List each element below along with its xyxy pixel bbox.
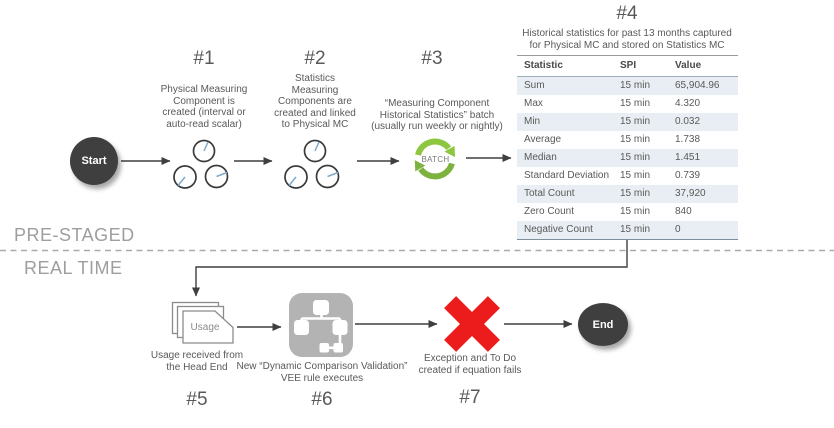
phase-label-real-time: REAL TIME — [24, 258, 123, 278]
table-row: Sum 15 min 65,904.96 — [517, 77, 738, 95]
vee-rule-flowchart-icon — [289, 293, 353, 357]
step1-number: #1 — [193, 48, 215, 69]
table-row: Negative Count 15 min 0 — [517, 221, 738, 239]
table-to-usage-connector — [192, 237, 628, 297]
step7-number: #7 — [459, 387, 481, 408]
table-row: Total Count 15 min 37,920 — [517, 185, 738, 203]
table-header-row: Statistic SPI Value — [517, 56, 738, 77]
step5-description: Usage received from the Head End — [150, 350, 244, 373]
batch-icon-label: BATCH — [421, 155, 450, 164]
flow-arrows — [121, 154, 628, 331]
table-row: Average 15 min 1.738 — [524, 134, 701, 145]
step6-description: New “Dynamic Comparison Validation” VEE … — [236, 361, 408, 384]
start-node: Start — [70, 137, 118, 185]
step4-number: #4 — [616, 3, 638, 24]
column-header-spi: SPI — [620, 60, 637, 71]
usage-icon-label: Usage — [190, 322, 220, 333]
column-header-statistic: Statistic — [524, 60, 563, 71]
table-caption: Historical statistics for past 13 months… — [522, 28, 732, 51]
table-row: Max 15 min 4.320 — [524, 98, 701, 109]
table-row: Standard Deviation 15 min 0.739 — [524, 170, 701, 181]
start-node-label: Start — [81, 155, 107, 167]
step2-number: #2 — [304, 48, 326, 69]
measuring-components-clocks-icon — [173, 139, 229, 189]
table-row: Min 15 min 0.032 — [517, 113, 738, 131]
step1-description: Physical Measuring Component is created … — [160, 84, 248, 130]
end-node: End — [578, 303, 628, 346]
step3-number: #3 — [421, 48, 443, 69]
step6-number: #6 — [311, 389, 333, 410]
phase-label-pre-staged: PRE-STAGED — [14, 225, 135, 245]
batch-cycle-icon — [414, 138, 456, 180]
step5-number: #5 — [186, 389, 208, 410]
historical-statistics-table: Statistic SPI Value Sum 15 min 65,904.96… — [517, 55, 738, 240]
column-header-value: Value — [675, 60, 702, 71]
step3-description: “Measuring Component Historical Statisti… — [371, 98, 503, 132]
step7-description: Exception and To Do created if equation … — [418, 353, 522, 376]
error-x-icon — [444, 296, 500, 352]
end-node-label: End — [592, 318, 614, 331]
usage-documents-icon — [171, 301, 234, 344]
measuring-components-clocks-icon — [284, 139, 340, 189]
table-row: Zero Count 15 min 840 — [524, 206, 692, 217]
table-row: Median 15 min 1.451 — [517, 149, 738, 167]
step2-description: Statistics Measuring Components are crea… — [274, 73, 356, 130]
